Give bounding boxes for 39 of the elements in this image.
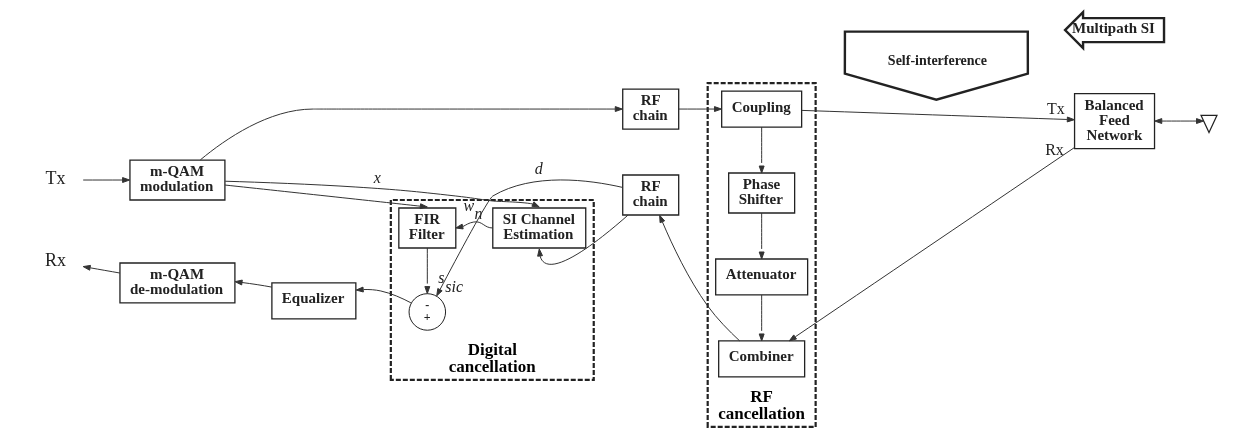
node-box: FIR Filter	[397, 207, 456, 249]
arrow	[1153, 118, 1204, 124]
arrow	[758, 294, 765, 342]
node-box: RF chain	[621, 174, 679, 216]
node-text: Rx	[44, 250, 66, 271]
edge-label: Tx	[1046, 100, 1065, 118]
node-box: RF chain	[621, 88, 679, 130]
arrow	[224, 180, 540, 208]
node-box: Combiner	[717, 340, 805, 378]
arrow	[435, 179, 623, 297]
arrow	[658, 214, 740, 342]
node-box: Equalizer	[270, 282, 356, 320]
node-circle: - +	[408, 293, 446, 331]
arrow	[536, 214, 628, 265]
arrow	[677, 106, 722, 112]
node-box: m-QAM de-modulation	[118, 262, 236, 304]
edge-label: x	[373, 168, 381, 186]
node-box: m-QAM modulation	[128, 159, 226, 201]
node-text: Tx	[44, 168, 65, 189]
arrow	[82, 177, 130, 183]
arrow	[355, 286, 411, 304]
node-box: SI Channel Estimation	[491, 207, 586, 249]
arrow	[423, 247, 430, 295]
arrow	[454, 221, 493, 230]
node-antenna	[1199, 114, 1218, 134]
edge-label: d	[534, 159, 543, 177]
node-box: Balanced Feed Network	[1073, 92, 1155, 150]
arrow	[223, 184, 428, 210]
arrow	[788, 147, 1075, 342]
node-box: Attenuator	[714, 258, 808, 296]
node-box: Coupling	[720, 90, 802, 128]
arrow	[800, 109, 1075, 123]
arrow	[199, 106, 623, 161]
edge-label: Rx	[1044, 140, 1064, 158]
node-box: Phase Shifter	[727, 172, 795, 214]
arrow	[82, 264, 120, 274]
arrow	[234, 279, 272, 288]
arrow	[758, 126, 765, 174]
arrow	[758, 212, 765, 260]
